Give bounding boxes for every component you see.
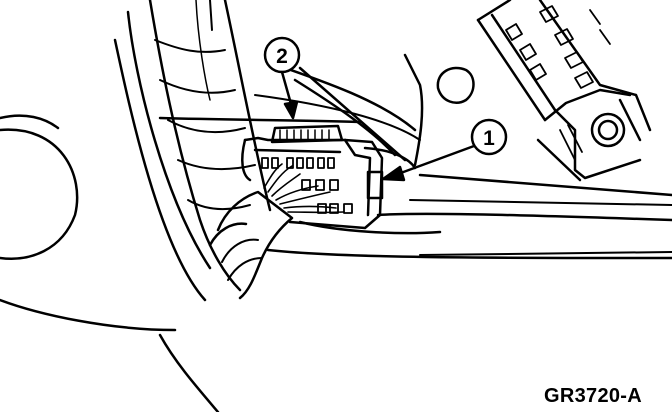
callout-2-label: 2 [276,45,288,68]
wire-harness [148,0,294,300]
callout-1: 1 [381,118,508,182]
electrical-connector [241,124,384,230]
figure-id: GR3720-A [544,385,642,407]
fuse-block [476,0,652,182]
bolt-head [436,66,475,104]
left-trim-panel [0,10,220,412]
callout-2: 2 [263,36,301,120]
callout-1-label: 1 [483,127,495,150]
center-panel [158,53,672,260]
